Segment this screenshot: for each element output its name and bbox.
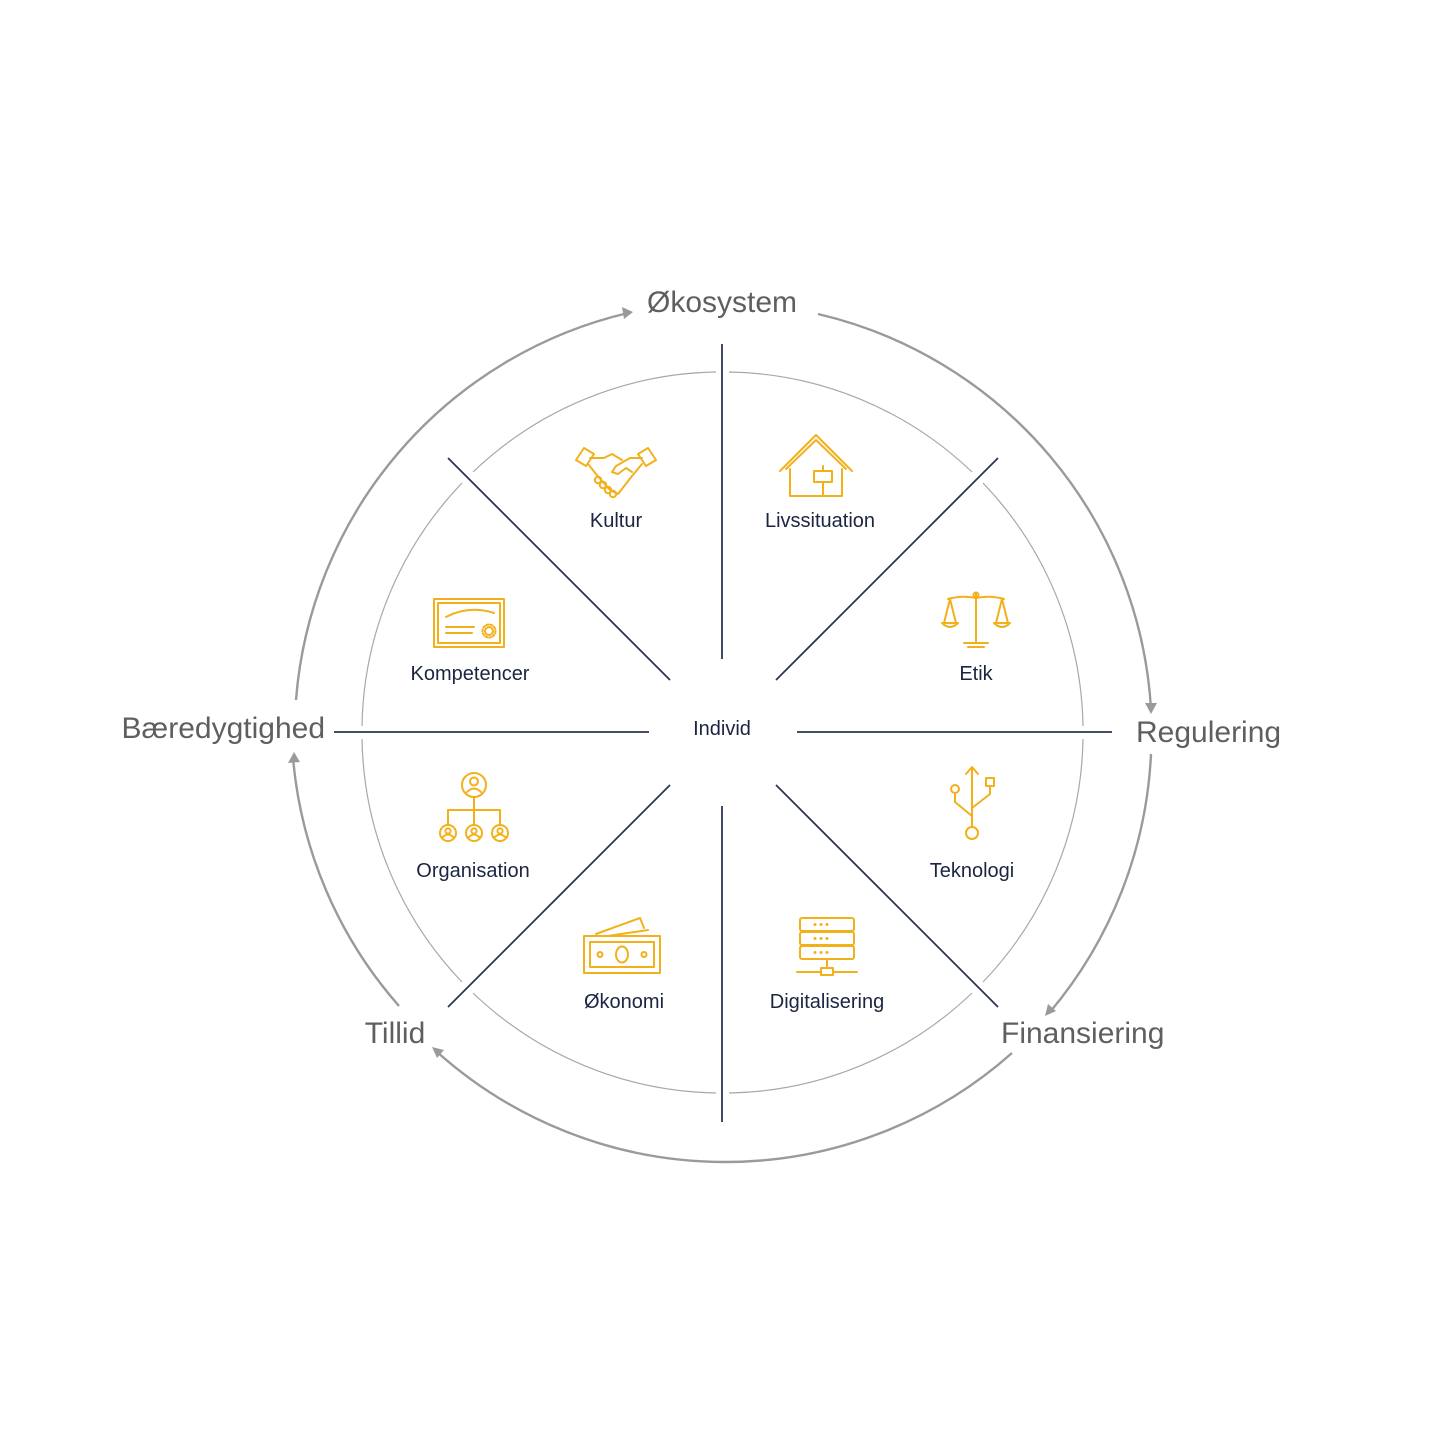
segment-label-digitalisering: Digitalisering bbox=[770, 991, 885, 1013]
segment-label-organisation: Organisation bbox=[416, 860, 529, 882]
arrow-to-baeredygtighed bbox=[288, 752, 300, 763]
segment-etik: Etik bbox=[941, 591, 1011, 685]
org-chart-icon bbox=[439, 772, 509, 842]
arc-regulering-to-finansiering bbox=[1049, 753, 1153, 1013]
spoke-top-left bbox=[447, 457, 671, 681]
outer-label-regulering: Regulering bbox=[1136, 716, 1281, 749]
segment-label-kultur: Kultur bbox=[590, 510, 643, 532]
segment-label-okonomi: Økonomi bbox=[584, 991, 664, 1013]
banknote-icon bbox=[583, 917, 661, 974]
inner-circle bbox=[361, 371, 1084, 1094]
segment-label-livssituation: Livssituation bbox=[765, 510, 875, 532]
outer-cycle-ring bbox=[288, 307, 1157, 1164]
arrow-to-tillid bbox=[432, 1047, 444, 1058]
segment-label-kompetencer: Kompetencer bbox=[411, 663, 530, 685]
center-label: Individ bbox=[693, 718, 751, 740]
segment-label-teknologi: Teknologi bbox=[930, 860, 1015, 882]
scales-icon bbox=[941, 591, 1011, 648]
outer-label-tillid: Tillid bbox=[365, 1017, 426, 1050]
spokes bbox=[334, 344, 1112, 1122]
segment-teknologi: Teknologi bbox=[930, 766, 1015, 882]
server-icon bbox=[796, 917, 858, 976]
segment-okonomi: Økonomi bbox=[583, 917, 664, 1013]
house-icon bbox=[779, 434, 853, 497]
usb-icon bbox=[950, 766, 995, 840]
segment-digitalisering: Digitalisering bbox=[770, 917, 885, 1013]
segment-livssituation: Livssituation bbox=[765, 434, 875, 532]
spoke-bottom-left bbox=[447, 784, 671, 1008]
arc-okosystem-to-regulering bbox=[817, 312, 1153, 710]
arrow-to-regulering bbox=[1145, 703, 1157, 714]
segment-kultur: Kultur bbox=[575, 447, 657, 532]
segment-label-etik: Etik bbox=[959, 663, 993, 685]
arrow-to-finansiering bbox=[1045, 1004, 1056, 1016]
arc-baeredygtighed-to-okosystem bbox=[294, 311, 629, 701]
arrow-to-okosystem bbox=[622, 307, 633, 319]
segment-kompetencer: Kompetencer bbox=[411, 598, 530, 685]
outer-label-baeredygtighed: Bæredygtighed bbox=[122, 712, 325, 745]
outer-label-okosystem: Økosystem bbox=[647, 286, 797, 319]
outer-label-finansiering: Finansiering bbox=[1001, 1017, 1164, 1050]
arc-finansiering-to-tillid bbox=[435, 1050, 1013, 1164]
spoke-bottom-right bbox=[775, 784, 999, 1008]
spoke-top-right bbox=[775, 457, 999, 681]
certificate-icon bbox=[433, 598, 505, 648]
segment-organisation: Organisation bbox=[416, 772, 530, 882]
handshake-icon bbox=[575, 447, 657, 499]
arc-tillid-to-baeredygtighed bbox=[291, 757, 400, 1007]
